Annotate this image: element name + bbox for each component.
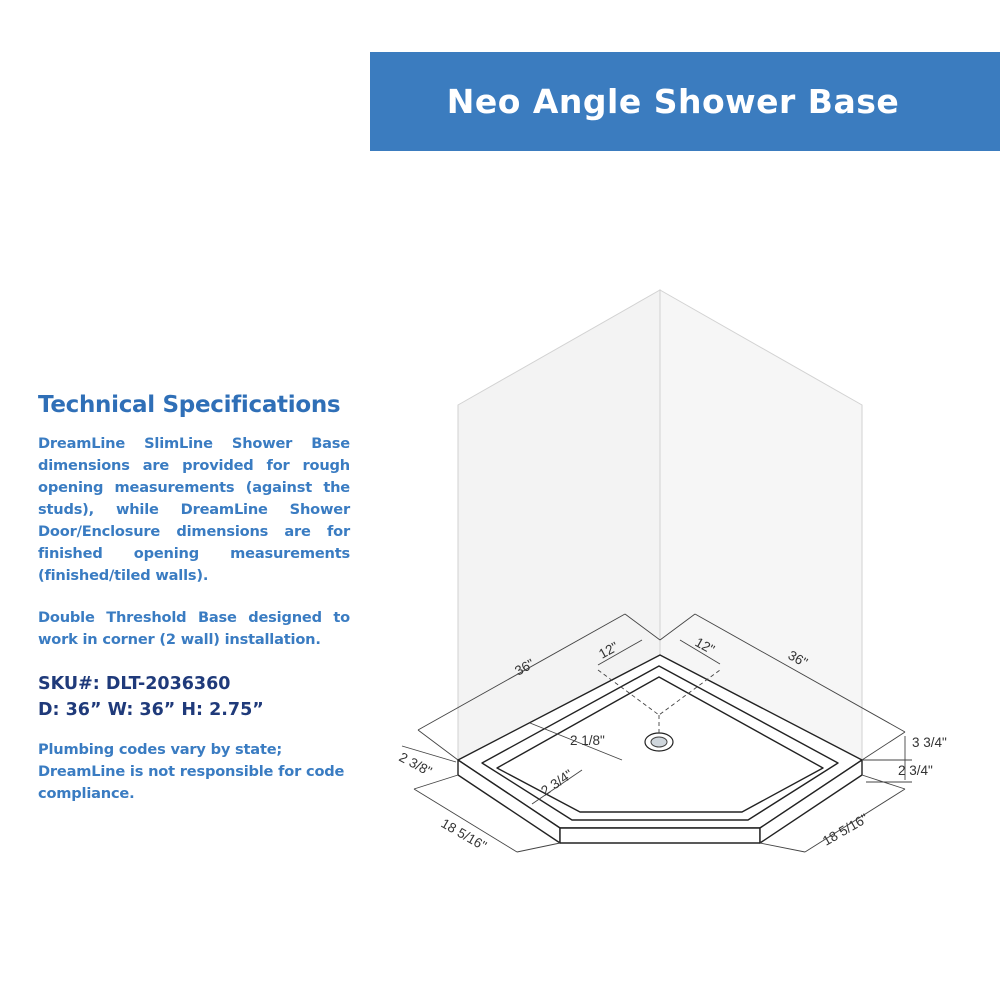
base-rim-inner — [481, 665, 839, 821]
specs-paragraph-dimensions: DreamLine SlimLine Shower Base dimension… — [38, 435, 350, 584]
title-banner: Neo Angle Shower Base — [370, 52, 1000, 151]
technical-specifications: Technical Specifications DreamLine SlimL… — [38, 392, 350, 805]
dimension-lines — [401, 613, 912, 853]
base-front-center — [559, 827, 761, 844]
dim-height-base: 2 3/4" — [898, 763, 933, 778]
drain-icon — [644, 732, 674, 752]
sku-block: SKU#: DLT-2036360 D: 36” W: 36” H: 2.75” — [38, 671, 350, 723]
banner-title: Neo Angle Shower Base — [446, 82, 900, 121]
dim-front-right: 18 5/16" — [820, 811, 871, 849]
plumbing-note: Plumbing codes vary by state; DreamLine … — [38, 741, 345, 802]
base-tray — [496, 676, 824, 813]
dim-height-total: 3 3/4" — [912, 735, 947, 750]
dim-curb-inner: 2 1/8" — [570, 733, 605, 748]
size-line: D: 36” W: 36” H: 2.75” — [38, 700, 264, 720]
dim-front-left: 18 5/16" — [439, 816, 490, 854]
specs-paragraph-threshold: Double Threshold Base designed to work i… — [38, 609, 350, 648]
specs-heading: Technical Specifications — [38, 392, 341, 418]
sku-line: SKU#: DLT-2036360 — [38, 674, 231, 694]
